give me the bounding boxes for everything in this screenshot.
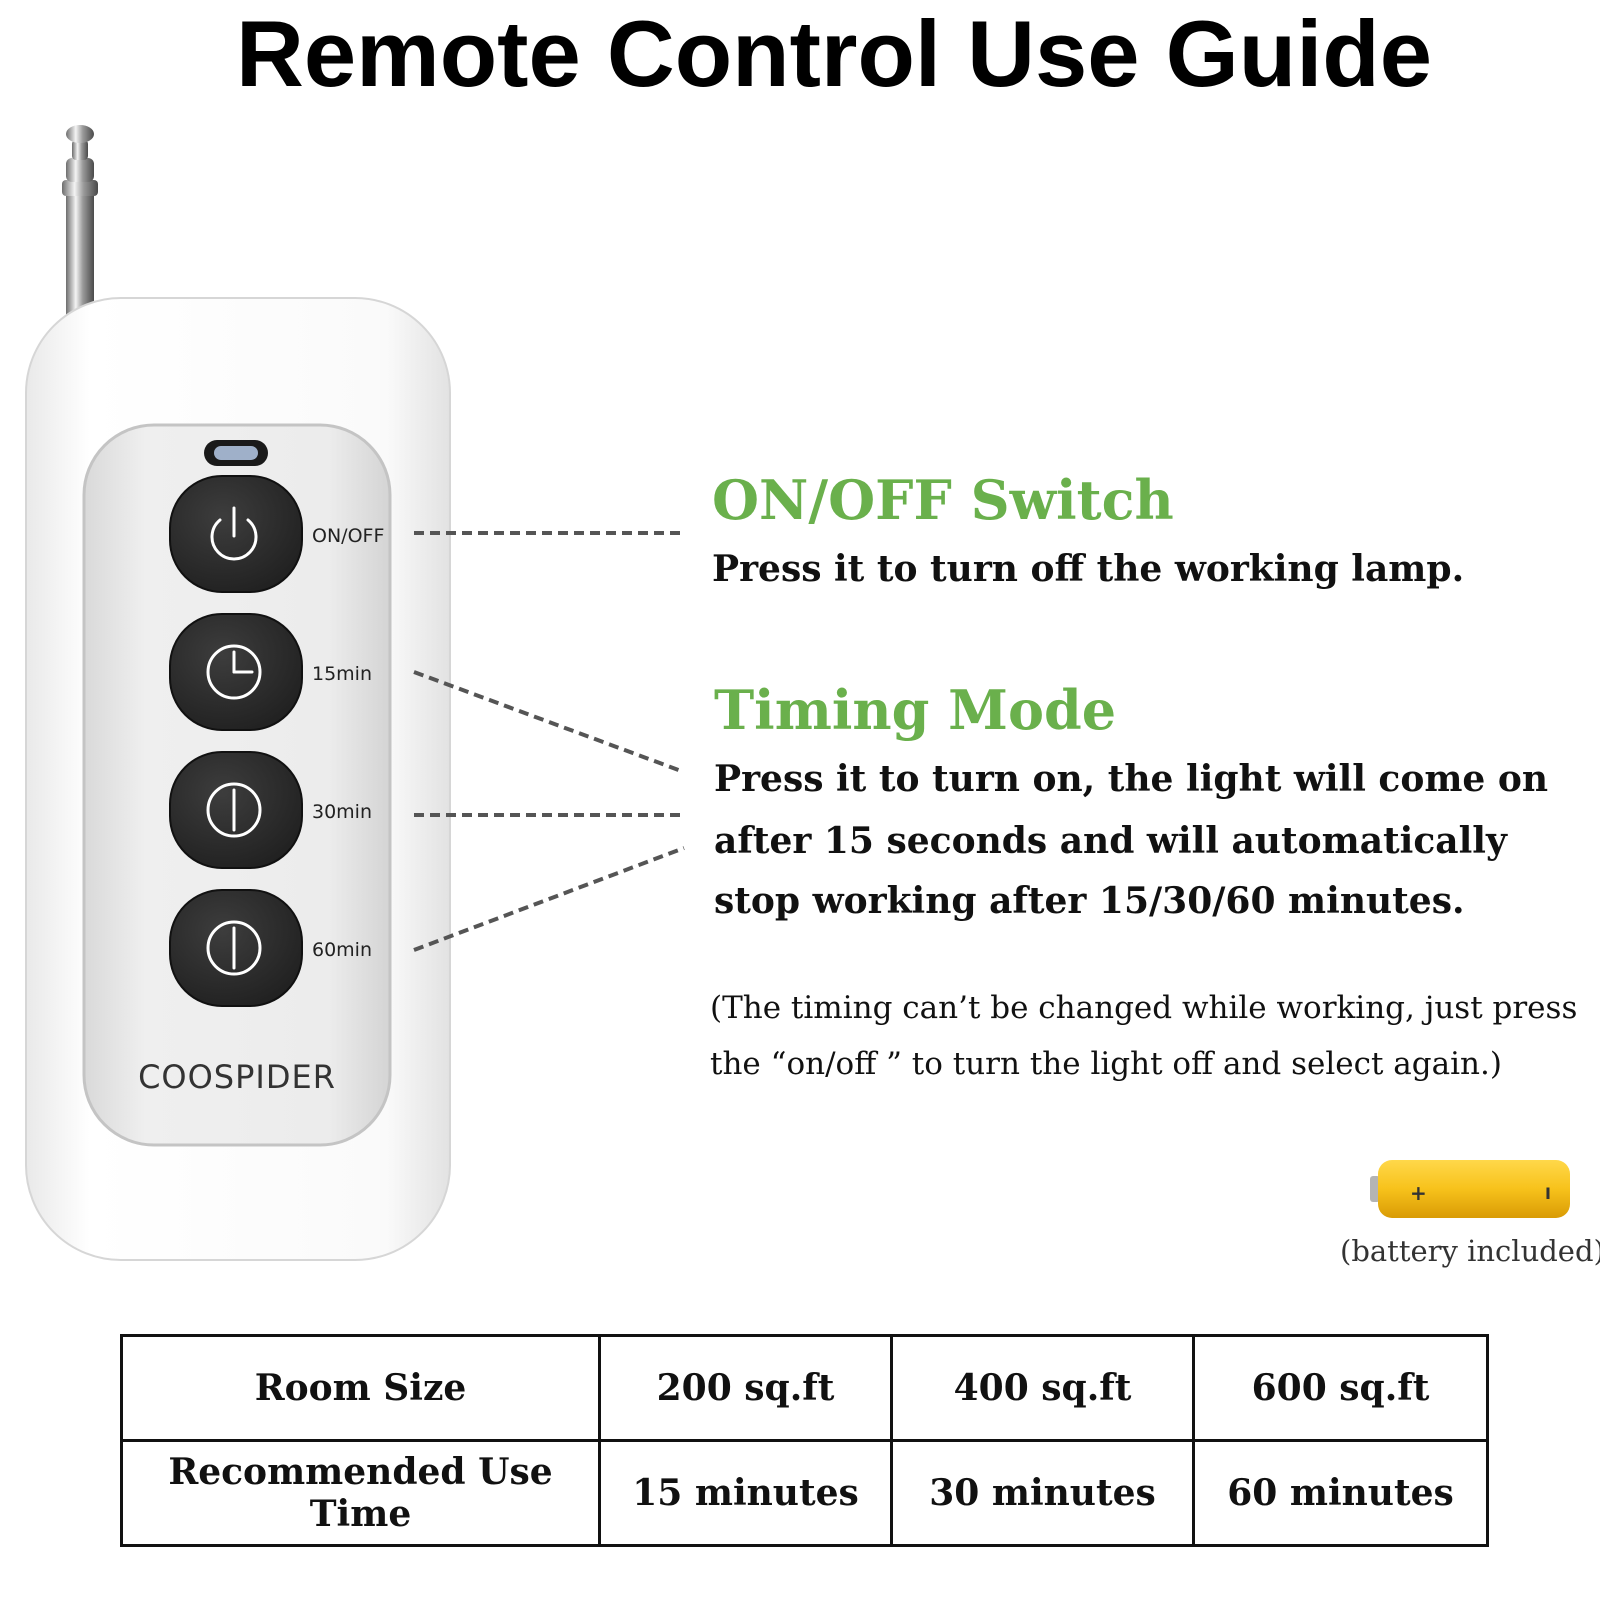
table-row-header: Room Size [120, 1334, 601, 1442]
timing-description-line-3: stop working after 15/30/60 minutes. [714, 880, 1465, 922]
remote-button-60min[interactable]: 60min [169, 889, 372, 1007]
remote-button-onoff[interactable]: ON/OFF [169, 475, 384, 593]
timing-heading: Timing Mode [714, 678, 1117, 742]
timing-note-line-2: the “on/off ” to turn the light off and … [710, 1046, 1502, 1082]
onoff-description: Press it to turn off the working lamp. [712, 548, 1465, 590]
table-cell: 400 sq.ft [890, 1334, 1195, 1442]
table-cell: 15 minutes [598, 1439, 893, 1547]
remote-button-label: 15min [312, 663, 372, 685]
page-title: Remote Control Use Guide [235, 1, 1433, 106]
timing-description-line-1: Press it to turn on, the light will come… [714, 758, 1549, 800]
remote-control-illustration: ON/OFF 15min 30min 60min COOSPIDER [25, 125, 451, 1261]
led-indicator [204, 440, 268, 466]
table-cell: 200 sq.ft [598, 1334, 893, 1442]
remote-button-30min[interactable]: 30min [169, 751, 372, 869]
remote-button-label: 30min [312, 801, 372, 823]
remote-button-label: ON/OFF [312, 525, 384, 547]
battery-plus-mark: + [1410, 1181, 1427, 1205]
clock-15-icon [206, 644, 262, 700]
timing-note-line-1: (The timing can’t be changed while worki… [710, 990, 1578, 1026]
clock-60-icon [206, 920, 262, 976]
power-icon [210, 506, 258, 561]
table-cell: 30 minutes [890, 1439, 1195, 1547]
battery-caption: (battery included) [1340, 1234, 1600, 1268]
onoff-heading: ON/OFF Switch [712, 468, 1174, 532]
timing-description-line-2: after 15 seconds and will automatically [714, 820, 1507, 862]
table-cell: 600 sq.ft [1192, 1334, 1489, 1442]
brand-name: COOSPIDER [138, 1058, 336, 1096]
clock-30-icon [206, 782, 262, 838]
battery-minus-mark: I [1545, 1184, 1551, 1203]
remote-button-label: 60min [312, 939, 372, 961]
battery-icon: + I [1370, 1160, 1570, 1218]
table-cell: 60 minutes [1192, 1439, 1489, 1547]
remote-button-15min[interactable]: 15min [169, 613, 372, 731]
table-row-header: Recommended Use Time [120, 1439, 601, 1547]
